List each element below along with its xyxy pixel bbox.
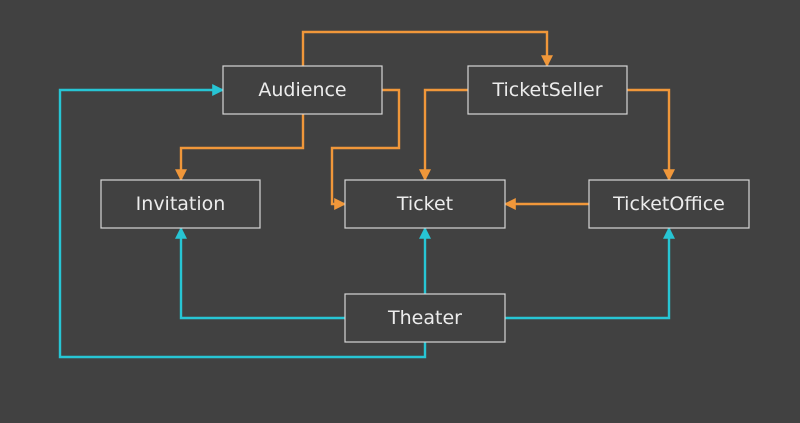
node-invitation: Invitation [100,179,261,229]
node-theater: Theater [344,293,506,343]
node-label: TicketOffice [612,193,725,215]
edge-theater-ticketoffice [505,226,675,320]
edge-theater-invitation [175,226,345,320]
edge-audience-ticketseller [297,30,553,77]
node-ticket-seller: TicketSeller [467,65,628,115]
node-label: Theater [387,307,462,329]
node-label: Invitation [136,193,226,215]
node-label: Audience [258,79,346,101]
edge-audience-invitation [175,114,305,182]
edge-audience-ticket [330,88,401,210]
edge-theater-audience [58,84,427,359]
node-ticket-office: TicketOffice [588,179,750,229]
node-audience: Audience [222,65,383,115]
edge-ticketseller-ticket [419,88,468,182]
cyan-edges [58,84,675,359]
edge-ticketseller-ticketoffice [627,88,675,182]
node-label: Ticket [396,193,453,215]
orange-edges [175,30,675,210]
node-ticket: Ticket [344,179,506,229]
node-label: TicketSeller [491,79,602,101]
